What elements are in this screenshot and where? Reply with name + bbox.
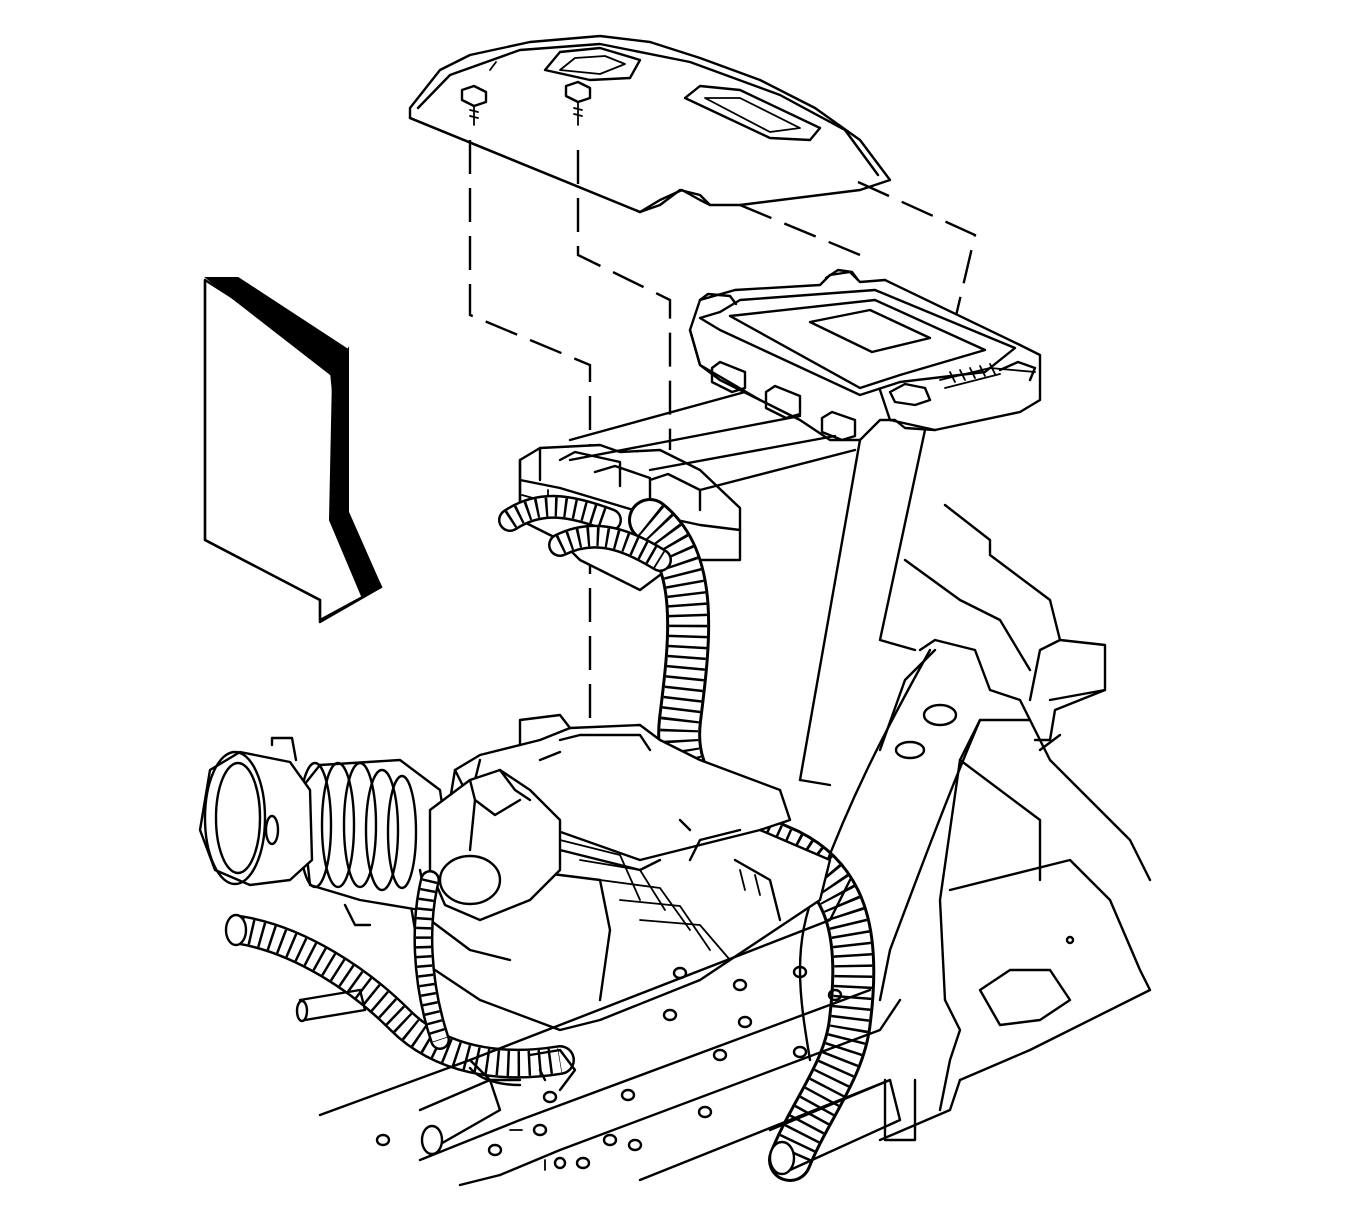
control-module-icon: [688, 268, 1042, 442]
frame-crossmember-icon: [318, 878, 902, 1187]
frame-rail-icon: [878, 503, 1152, 1142]
lower-harness-icon: [224, 870, 902, 1176]
module-cover-icon: [408, 34, 892, 214]
module-bracket-icon: [798, 428, 927, 787]
view-direction-arrow-icon: [203, 277, 383, 624]
bolt-icon: [564, 80, 592, 126]
air-intake-duct-icon: [198, 736, 562, 962]
bolt-icon: [460, 84, 488, 126]
